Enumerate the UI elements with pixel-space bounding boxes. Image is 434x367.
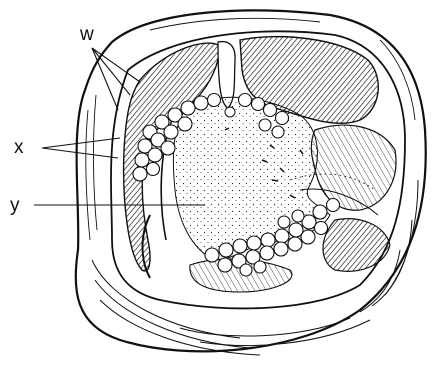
label-w: w <box>79 24 94 45</box>
label-x: x <box>14 137 24 158</box>
label-y: y <box>10 195 20 216</box>
